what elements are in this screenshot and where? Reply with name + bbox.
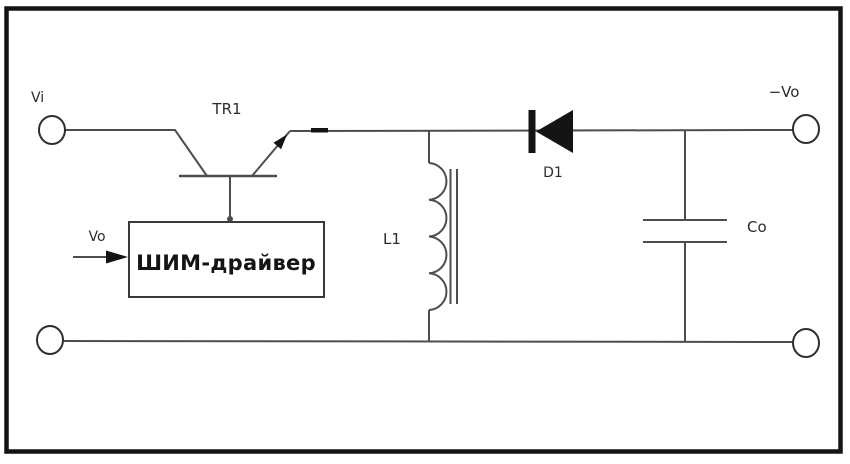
bottom-left-terminal-circle	[36, 325, 64, 355]
collector-wire	[65, 129, 208, 177]
pwm-driver-label: ШИМ-драйвер	[136, 251, 316, 275]
vo-feedback-arrow	[73, 250, 128, 264]
transistor-label: TR1	[211, 100, 241, 118]
inductor-label: L1	[383, 230, 401, 248]
emitter-arrow-icon	[273, 134, 287, 150]
pwm-driver-box	[128, 221, 325, 298]
inductor-coil	[428, 162, 448, 311]
bottom-right-terminal-circle	[792, 328, 820, 358]
diode-label: D1	[543, 165, 563, 181]
input-terminal-label: Vi	[31, 90, 44, 106]
diagram-border	[4, 6, 843, 454]
diode-triangle	[536, 110, 573, 153]
capacitor-co	[643, 130, 727, 342]
feedback-arrowhead-icon	[106, 250, 128, 264]
input-terminal-circle	[38, 115, 66, 145]
junction-dot	[227, 216, 233, 222]
capacitor-label: Co	[747, 218, 767, 236]
inductor-l1	[428, 131, 458, 342]
output-terminal-label: −Vo	[769, 83, 800, 101]
output-terminal-circle	[792, 114, 820, 144]
diode-d1	[528, 110, 573, 153]
transistor-tr1	[179, 130, 291, 222]
wire-bold-dash	[311, 128, 328, 133]
feedback-input-label: Vo	[88, 229, 105, 245]
diode-cathode-bar	[528, 110, 536, 153]
